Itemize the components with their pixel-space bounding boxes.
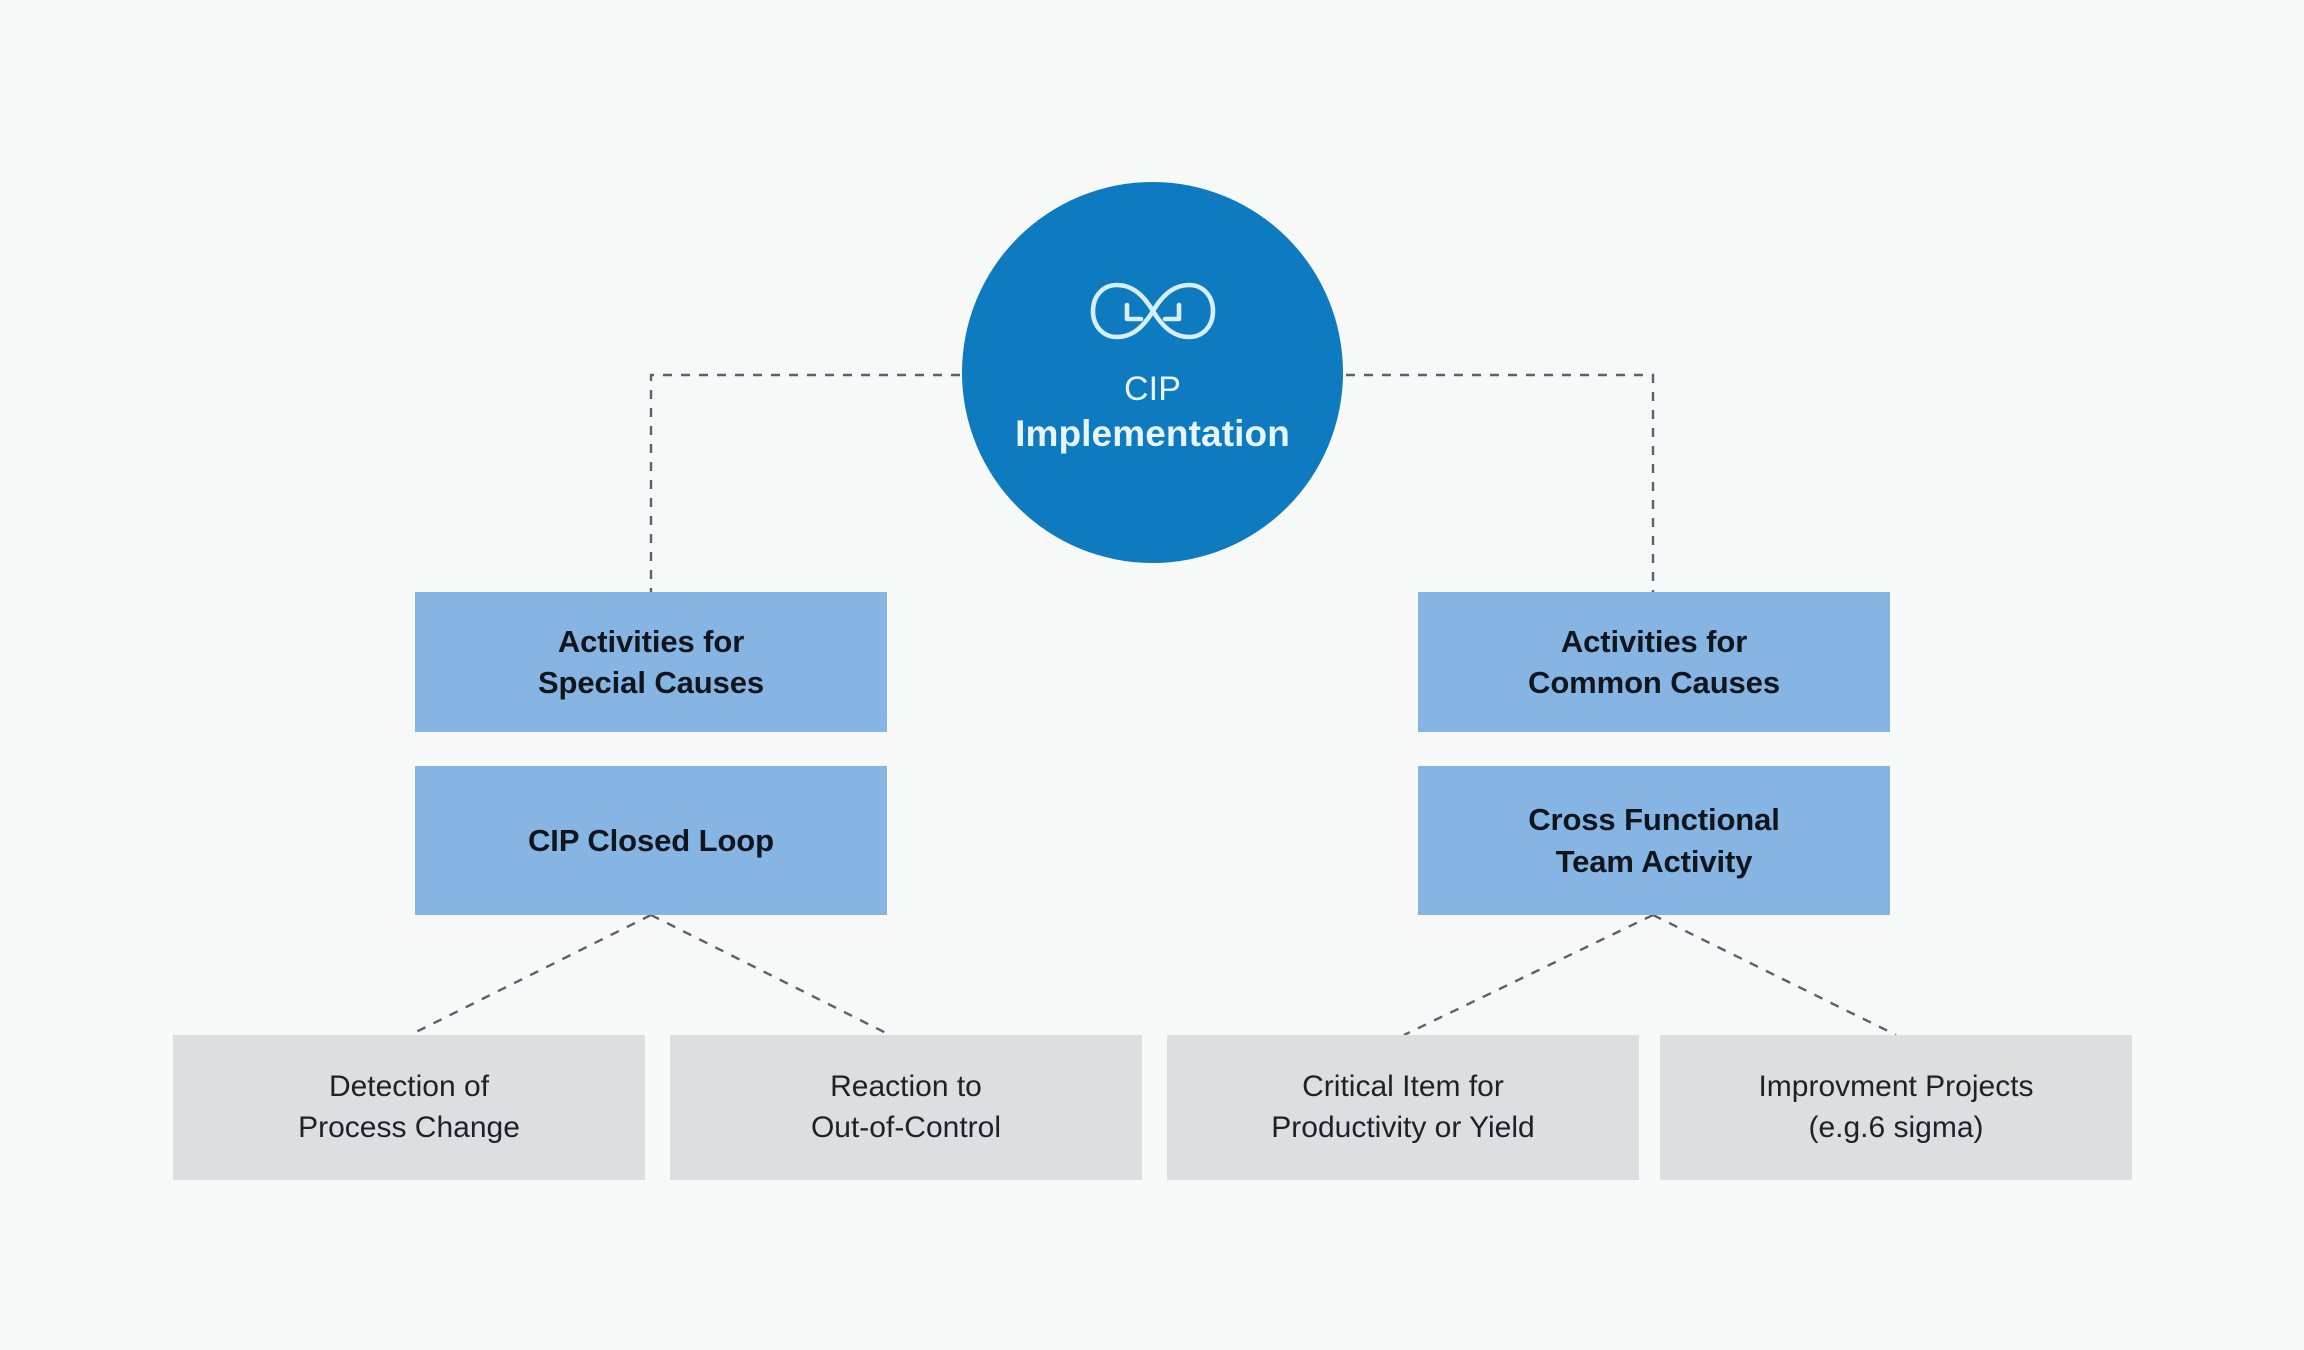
node-label: Activities for Special Causes [538,621,764,703]
node-activities-for-special-causes[interactable]: Activities for Special Causes [415,592,887,732]
hub-label-line1: CIP [1124,370,1181,409]
node-label: Activities for Common Causes [1528,621,1780,703]
node-label-line1: Activities for [1560,623,1748,659]
connector-hub-to-left [649,373,978,592]
leaf-detection-of-process-change[interactable]: Detection of Process Change [173,1035,645,1180]
leaf-label: Critical Item for Productivity or Yield [1271,1067,1534,1148]
leaf-critical-item-for-productivity-or-yield[interactable]: Critical Item for Productivity or Yield [1167,1035,1639,1180]
leaf-label-line1: Improvment Projects [1758,1070,2034,1103]
connector-right-to-critical [1403,913,1654,1037]
leaf-label-line1: Reaction to [830,1070,982,1103]
node-label: CIP Closed Loop [528,822,774,858]
leaf-label: Detection of Process Change [298,1067,520,1148]
leaf-label-line1: Detection of [328,1070,490,1103]
leaf-reaction-to-out-of-control[interactable]: Reaction to Out-of-Control [670,1035,1142,1180]
node-label-line2: Common Causes [1528,665,1780,700]
hub-label-line2: Implementation [1015,412,1290,454]
leaf-label-line1: Critical Item for [1302,1070,1504,1103]
node-label-line1: Activities for [557,623,745,659]
leaf-improvement-projects[interactable]: Improvment Projects (e.g.6 sigma) [1660,1035,2132,1180]
connector-left-to-reaction [650,913,891,1037]
connector-right-to-improvement [1652,913,1897,1037]
node-label-line2: Team Activity [1555,843,1753,879]
node-activities-for-common-causes[interactable]: Activities for Common Causes [1418,592,1890,732]
node-cip-closed-loop[interactable]: CIP Closed Loop [415,766,887,915]
infinity-loop-icon [1090,282,1215,340]
hub-label: CIP Implementation [1015,369,1290,456]
connector-left-to-detection [409,913,652,1037]
connector-hub-to-right [1328,373,1655,592]
node-label-line1: Cross Functional [1528,802,1780,838]
leaf-label-line2: (e.g.6 sigma) [1808,1110,1984,1144]
leaf-label-line2: Process Change [298,1110,520,1144]
leaf-label: Improvment Projects (e.g.6 sigma) [1758,1067,2033,1148]
node-label-line2: Special Causes [537,665,765,700]
leaf-label-line2: Productivity or Yield [1271,1110,1535,1144]
hub-node-cip-implementation[interactable]: CIP Implementation [962,182,1343,563]
node-label: Cross Functional Team Activity [1528,799,1780,881]
leaf-label: Reaction to Out-of-Control [811,1067,1001,1148]
node-cross-functional-team-activity[interactable]: Cross Functional Team Activity [1418,766,1890,915]
leaf-label-line2: Out-of-Control [810,1110,1002,1144]
